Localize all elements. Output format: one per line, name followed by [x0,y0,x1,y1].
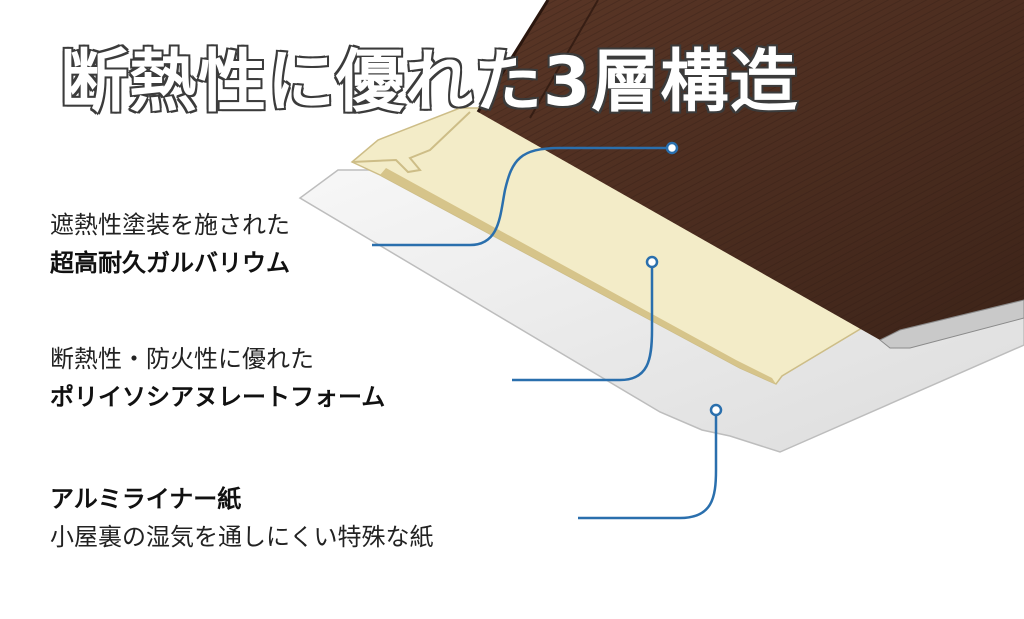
layer-label-name: 超高耐久ガルバリウム [50,249,290,277]
roof-lip [879,299,1024,349]
leader-dot-1 [665,141,679,155]
leader-line-1 [372,146,672,247]
roof-texture [478,0,1024,340]
layer-label-foam: 断熱性・防火性に優れた ポリイソシアヌレートフォーム [50,340,385,416]
layer-label-liner: アルミライナー紙 小屋裏の湿気を通しにくい特殊な紙 [50,480,434,556]
layer-label-line: 遮熱性塗装を施された [50,211,290,239]
layer-label-line: 小屋裏の湿気を通しにくい特殊な紙 [50,523,434,551]
foam-joint [351,111,471,174]
layer-label-name: アルミライナー紙 [50,485,242,513]
leader-line-3 [578,410,718,520]
foam-edge [380,168,776,384]
roof-ridge [476,0,550,113]
leader-line-2 [512,262,654,382]
layer-label-galvalume: 遮熱性塗装を施された 超高耐久ガルバリウム [50,206,290,282]
roof-ridge-inner [529,0,599,119]
page-title: 断熱性に優れた3層構造 [58,42,799,124]
leader-dot-3 [709,403,723,417]
layer-label-name: ポリイソシアヌレートフォーム [50,383,386,411]
leader-dot-2 [645,255,659,269]
layer-label-line: 断熱性・防火性に優れた [50,345,314,373]
